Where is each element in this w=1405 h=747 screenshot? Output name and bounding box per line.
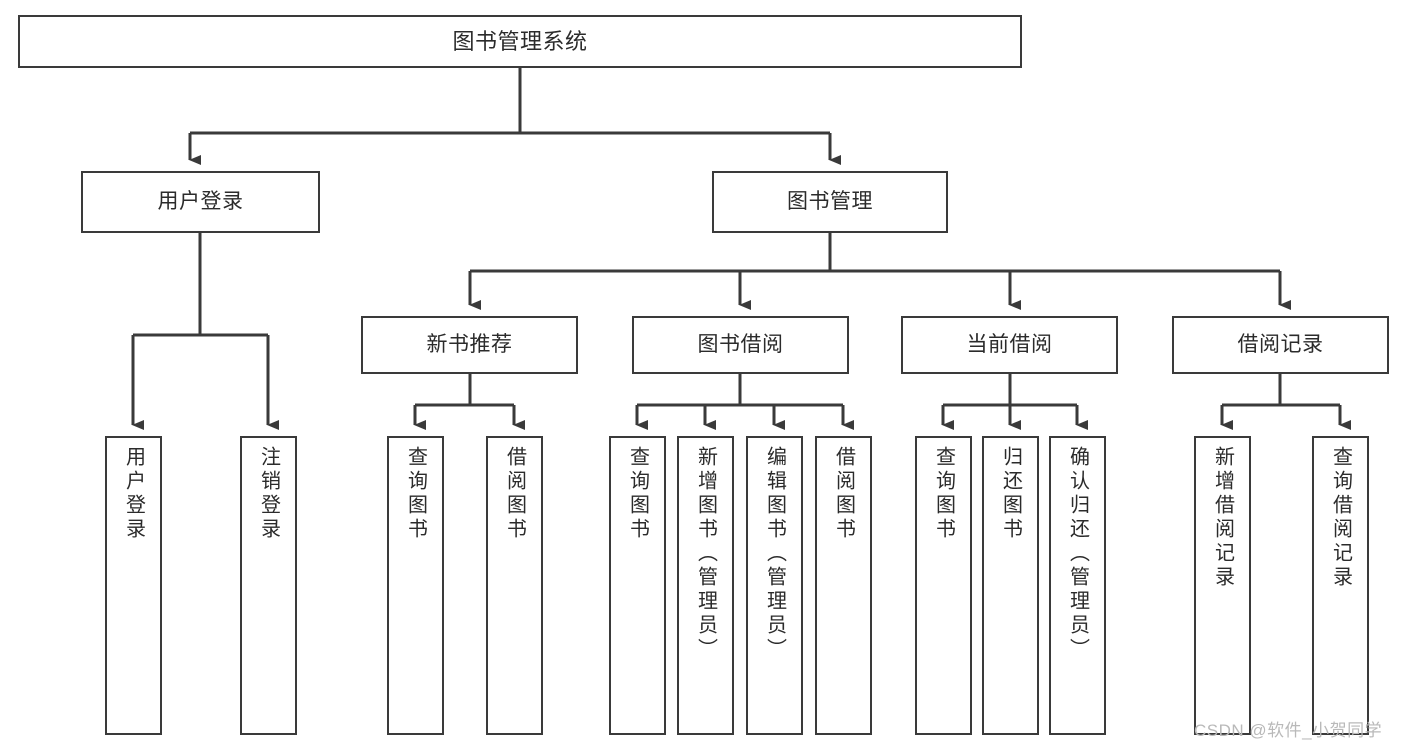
- node-borrow-record[interactable]: 借阅记录: [1172, 316, 1389, 374]
- leaf-book-borrow-add-book-admin[interactable]: 新增图书（管理员）: [677, 436, 734, 735]
- node-label: 借阅记录: [1237, 332, 1324, 356]
- node-label: 新增借阅记录: [1211, 446, 1234, 590]
- node-label: 查询图书: [626, 446, 649, 542]
- leaf-new-book-borrow-book[interactable]: 借阅图书: [486, 436, 543, 735]
- node-label: 新增图书（管理员）: [694, 446, 717, 662]
- leaf-current-borrow-confirm-return-admin[interactable]: 确认归还（管理员）: [1049, 436, 1106, 735]
- node-label: 确认归还（管理员）: [1066, 446, 1089, 662]
- leaf-new-book-query-book[interactable]: 查询图书: [387, 436, 444, 735]
- node-label: 归还图书: [999, 446, 1022, 542]
- node-new-book-recommend[interactable]: 新书推荐: [361, 316, 578, 374]
- node-label: 新书推荐: [426, 332, 513, 356]
- node-label: 当前借阅: [966, 332, 1053, 356]
- node-user-login[interactable]: 用户登录: [81, 171, 320, 233]
- leaf-borrow-record-add-record[interactable]: 新增借阅记录: [1194, 436, 1251, 735]
- leaf-current-borrow-return-book[interactable]: 归还图书: [982, 436, 1039, 735]
- watermark-text: CSDN @软件_小贺同学: [1194, 721, 1383, 740]
- leaf-current-borrow-query-book[interactable]: 查询图书: [915, 436, 972, 735]
- leaf-user-login-login[interactable]: 用户登录: [105, 436, 162, 735]
- leaf-book-borrow-borrow-book[interactable]: 借阅图书: [815, 436, 872, 735]
- node-label: 查询借阅记录: [1329, 446, 1352, 590]
- node-label: 注销登录: [257, 446, 280, 542]
- node-book-borrow[interactable]: 图书借阅: [632, 316, 849, 374]
- leaf-book-borrow-edit-book-admin[interactable]: 编辑图书（管理员）: [746, 436, 803, 735]
- node-label: 用户登录: [157, 189, 244, 213]
- leaf-book-borrow-query-book[interactable]: 查询图书: [609, 436, 666, 735]
- node-label: 查询图书: [404, 446, 427, 542]
- node-label: 图书借阅: [697, 332, 784, 356]
- node-label: 借阅图书: [503, 446, 526, 542]
- node-label: 编辑图书（管理员）: [763, 446, 786, 662]
- node-book-management[interactable]: 图书管理: [712, 171, 948, 233]
- node-root-book-management-system[interactable]: 图书管理系统: [18, 15, 1022, 68]
- leaf-user-login-logout[interactable]: 注销登录: [240, 436, 297, 735]
- node-label: 用户登录: [122, 446, 145, 542]
- node-label: 图书管理系统: [452, 28, 588, 54]
- node-label: 查询图书: [932, 446, 955, 542]
- node-current-borrow[interactable]: 当前借阅: [901, 316, 1118, 374]
- node-label: 图书管理: [787, 189, 873, 213]
- leaf-borrow-record-query-record[interactable]: 查询借阅记录: [1312, 436, 1369, 735]
- node-label: 借阅图书: [832, 446, 855, 542]
